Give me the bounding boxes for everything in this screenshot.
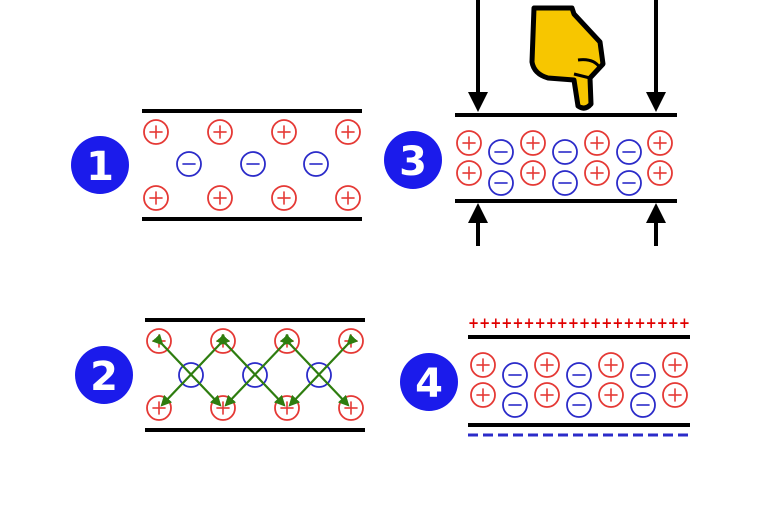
positive-ion xyxy=(271,185,297,211)
balance-arrow xyxy=(160,333,231,407)
negative-ion xyxy=(488,139,514,165)
step-badge-2: 2 xyxy=(75,346,133,404)
charge-grid xyxy=(456,130,673,196)
positive-ion xyxy=(143,119,169,145)
step-badge-3: 3 xyxy=(384,131,442,189)
negative-ion xyxy=(630,362,656,388)
positive-ion xyxy=(456,130,482,156)
positive-ion xyxy=(662,382,688,408)
positive-ion xyxy=(647,130,673,156)
step-number-3: 3 xyxy=(399,139,427,185)
positive-ion xyxy=(520,130,546,156)
balance-arrows xyxy=(151,333,359,407)
positive-ion xyxy=(534,352,560,378)
panel-2: 2 xyxy=(75,318,365,432)
positive-ion xyxy=(534,382,560,408)
negative-ion xyxy=(488,170,514,196)
positive-ion xyxy=(662,352,688,378)
negative-ion xyxy=(566,362,592,388)
panel-3: 3 xyxy=(384,0,677,246)
positive-ion xyxy=(584,130,610,156)
surface-positive-charges: ++++++++++++++++++++ xyxy=(468,314,690,332)
positive-ion xyxy=(598,382,624,408)
negative-ion xyxy=(502,392,528,418)
negative-ion xyxy=(176,151,202,177)
negative-ion xyxy=(303,151,329,177)
step-badge-4: 4 xyxy=(400,353,458,411)
step-badge-1: 1 xyxy=(71,136,129,194)
positive-ion xyxy=(207,119,233,145)
balance-arrow xyxy=(224,333,295,407)
negative-ion xyxy=(502,362,528,388)
step-number-1: 1 xyxy=(86,144,114,190)
negative-ion xyxy=(552,139,578,165)
charge-grid xyxy=(470,352,688,418)
step-number-2: 2 xyxy=(90,354,118,400)
positive-ion xyxy=(456,160,482,186)
positive-ion xyxy=(584,160,610,186)
positive-ion xyxy=(207,185,233,211)
negative-ion xyxy=(566,392,592,418)
positive-ion xyxy=(335,119,361,145)
positive-ion xyxy=(598,352,624,378)
negative-ion xyxy=(552,170,578,196)
negative-ion xyxy=(240,151,266,177)
positive-ion xyxy=(143,185,169,211)
panel-4: 4 ++++++++++++++++++++ xyxy=(400,314,690,437)
positive-ion xyxy=(470,352,496,378)
panel-1: 1 xyxy=(71,109,362,221)
positive-ion xyxy=(470,382,496,408)
pointing-finger-icon xyxy=(529,5,606,111)
negative-ion xyxy=(616,139,642,165)
step-number-4: 4 xyxy=(415,361,443,407)
charge-grid xyxy=(143,119,361,211)
positive-ion xyxy=(271,119,297,145)
positive-ion xyxy=(520,160,546,186)
balance-arrow xyxy=(288,333,359,407)
positive-ion xyxy=(647,160,673,186)
negative-ion xyxy=(630,392,656,418)
positive-ion xyxy=(335,185,361,211)
negative-ion xyxy=(616,170,642,196)
